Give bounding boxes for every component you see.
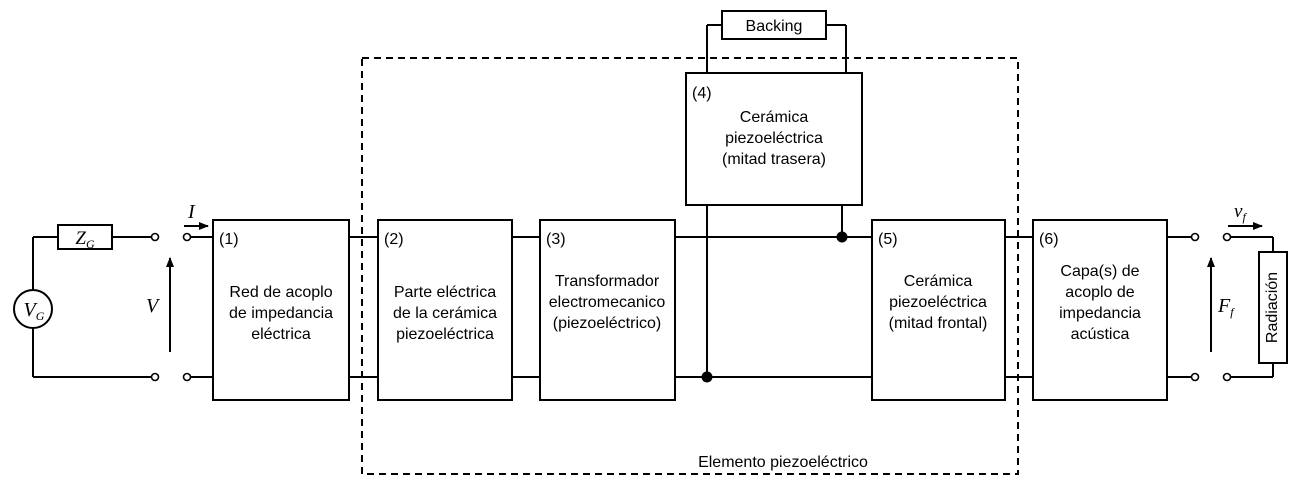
terminals	[150, 232, 1232, 382]
current-label: I	[187, 201, 196, 223]
block-label-line: Transformador	[555, 273, 660, 290]
terminal	[182, 232, 192, 242]
block-number: (6)	[1039, 231, 1059, 248]
block-label-line: Cerámica	[740, 109, 809, 126]
radiation-load-box: Radiación	[1258, 251, 1288, 364]
block-label-line: piezoeléctrica	[396, 326, 494, 343]
block-label-line: de impedancia	[229, 305, 333, 322]
terminal	[1190, 232, 1200, 242]
block-label-line: acoplo de	[1065, 284, 1134, 301]
terminal	[150, 232, 160, 242]
piezo-element-boundary	[361, 57, 1019, 475]
backing-loop	[706, 24, 847, 73]
block-number: (3)	[546, 231, 566, 248]
block-label-line: (mitad frontal)	[889, 315, 988, 332]
voltage-source-label: VG	[24, 299, 45, 323]
block-6-acoustic-matching-layers: (6) Capa(s) de acoplo de impedancia acús…	[1032, 219, 1168, 401]
block-label-line: electromecanico	[549, 294, 666, 311]
terminal	[1222, 232, 1232, 242]
block-label-line: de la cerámica	[393, 305, 497, 322]
block-number: (4)	[692, 85, 712, 102]
block-5-ceramic-front-half: (5) Cerámica piezoeléctrica (mitad front…	[871, 219, 1006, 401]
radiation-label: Radiación	[1264, 272, 1281, 343]
terminal	[150, 372, 160, 382]
junction-dot	[701, 371, 713, 383]
block-2-ceramic-electrical-part: (2) Parte eléctrica de la cerámica piezo…	[377, 219, 513, 401]
block-number: (2)	[384, 231, 404, 248]
block-label-line: Parte eléctrica	[394, 284, 496, 301]
block-label-line: Red de acoplo	[229, 284, 332, 301]
block-label-line: impedancia	[1059, 305, 1141, 322]
backing-label: Backing	[746, 18, 803, 35]
block-label-line: (mitad trasera)	[722, 151, 826, 168]
terminal	[1222, 372, 1232, 382]
block-3-electromechanical-transformer: (3) Transformador electromecanico (piezo…	[539, 219, 676, 401]
backing-box: Backing	[721, 10, 827, 40]
block-label-line: acústica	[1071, 326, 1130, 343]
piezo-element-caption: Elemento piezoeléctrico	[698, 454, 868, 471]
block-label-line: piezoeléctrica	[889, 294, 987, 311]
block-label-line: (piezoeléctrico)	[553, 315, 661, 332]
source-impedance-label: ZG	[75, 228, 95, 251]
velocity-label: vf	[1234, 201, 1247, 224]
block-4-ceramic-back-half: (4) Cerámica piezoeléctrica (mitad trase…	[685, 72, 863, 206]
voltage-source-icon	[13, 289, 53, 329]
terminal	[1190, 372, 1200, 382]
block-label-line: eléctrica	[251, 326, 311, 343]
force-label: Ff	[1217, 295, 1235, 319]
block-label-line: piezoeléctrica	[725, 130, 823, 147]
junction-dot	[836, 231, 848, 243]
source-wiring	[32, 236, 155, 378]
voltage-label: V	[146, 295, 161, 317]
block-number: (1)	[219, 231, 239, 248]
block-number: (5)	[878, 231, 898, 248]
block-1-impedance-matching-network: (1) Red de acoplo de impedancia eléctric…	[212, 219, 350, 401]
block-label-line: Capa(s) de	[1060, 263, 1139, 280]
source-impedance-box	[57, 224, 113, 250]
terminal	[182, 372, 192, 382]
block-label-line: Cerámica	[904, 273, 973, 290]
